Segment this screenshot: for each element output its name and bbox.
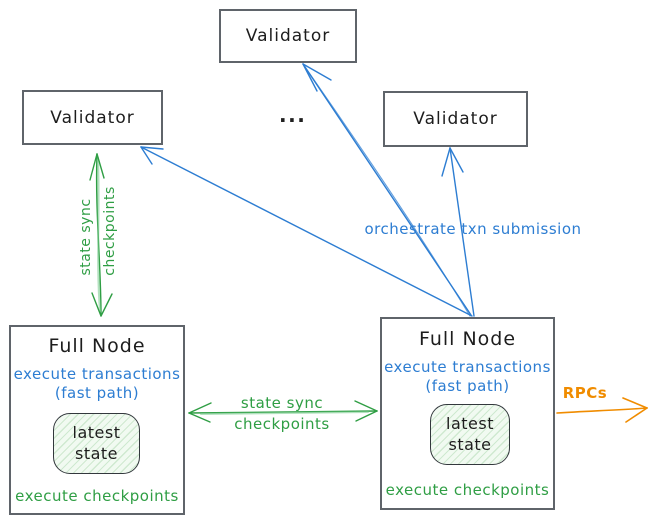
latest-state-line1: latest bbox=[446, 413, 494, 433]
full-node-left-title: Full Node bbox=[48, 335, 146, 357]
left-state-sync-label-line1: state sync bbox=[78, 198, 94, 276]
middle-state-sync-label-line1: state sync bbox=[240, 394, 324, 412]
validator-top-label: Validator bbox=[245, 26, 331, 46]
full-node-left-exec-line1: execute transactions bbox=[13, 365, 181, 383]
latest-state-line1: latest bbox=[72, 422, 121, 442]
full-node-left: Full Node execute transactions (fast pat… bbox=[9, 325, 185, 515]
full-node-right-footer: execute checkpoints bbox=[385, 481, 550, 499]
left-state-sync-label-line2: checkpoints bbox=[102, 186, 118, 276]
validator-top-node: Validator bbox=[219, 9, 357, 63]
full-node-right-latest-state: latest state bbox=[430, 404, 510, 465]
orchestrate-arrows bbox=[140, 63, 475, 317]
orchestrate-txn-label: orchestrate txn submission bbox=[364, 220, 582, 238]
validator-right-label: Validator bbox=[413, 109, 498, 129]
full-node-right: Full Node execute transactions (fast pat… bbox=[380, 317, 555, 510]
rpcs-label: RPCs bbox=[562, 384, 608, 402]
latest-state-line2: state bbox=[448, 434, 492, 454]
validator-left-label: Validator bbox=[50, 107, 135, 128]
state-sync-horizontal-arrow bbox=[188, 400, 378, 423]
full-node-left-latest-state: latest state bbox=[53, 413, 140, 474]
validator-right-node: Validator bbox=[383, 91, 528, 147]
full-node-right-exec-line2: (fast path) bbox=[425, 377, 510, 395]
full-node-right-exec-line1: execute transactions bbox=[384, 358, 551, 376]
rpcs-arrow bbox=[556, 397, 648, 423]
full-node-left-exec-line2: (fast path) bbox=[54, 384, 140, 402]
more-validators-ellipsis: ... bbox=[279, 103, 307, 127]
middle-state-sync-label-line2: checkpoints bbox=[234, 415, 330, 433]
full-node-left-footer: execute checkpoints bbox=[15, 487, 179, 505]
validator-left-node: Validator bbox=[22, 90, 163, 145]
latest-state-line2: state bbox=[74, 443, 119, 463]
full-node-right-title: Full Node bbox=[418, 328, 517, 350]
state-sync-vertical-arrow bbox=[89, 153, 113, 317]
